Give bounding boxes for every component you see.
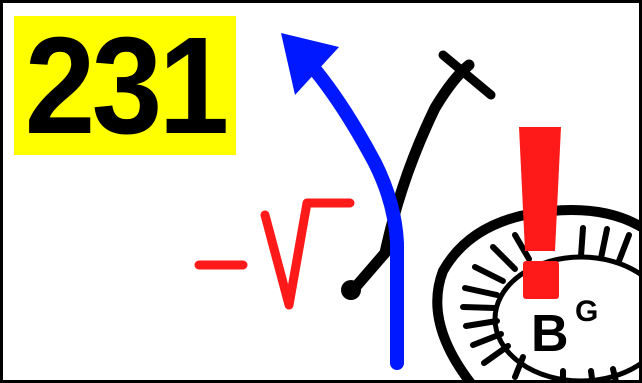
gradient-symbol-icon xyxy=(194,198,355,310)
route-number-box: 231 xyxy=(14,16,236,155)
station-ticks xyxy=(460,225,632,380)
exclamation-icon xyxy=(519,127,561,299)
station-letter: B xyxy=(531,305,569,363)
blue-route-line xyxy=(304,58,404,370)
route-number: 231 xyxy=(24,8,229,163)
terminal-dot-icon xyxy=(341,280,361,300)
route-arrow-icon xyxy=(281,33,339,95)
route-diagram: B G xyxy=(194,33,639,380)
blue-route xyxy=(281,33,404,370)
station-superscript: G xyxy=(575,295,598,328)
crossing-bar-icon xyxy=(438,50,496,100)
